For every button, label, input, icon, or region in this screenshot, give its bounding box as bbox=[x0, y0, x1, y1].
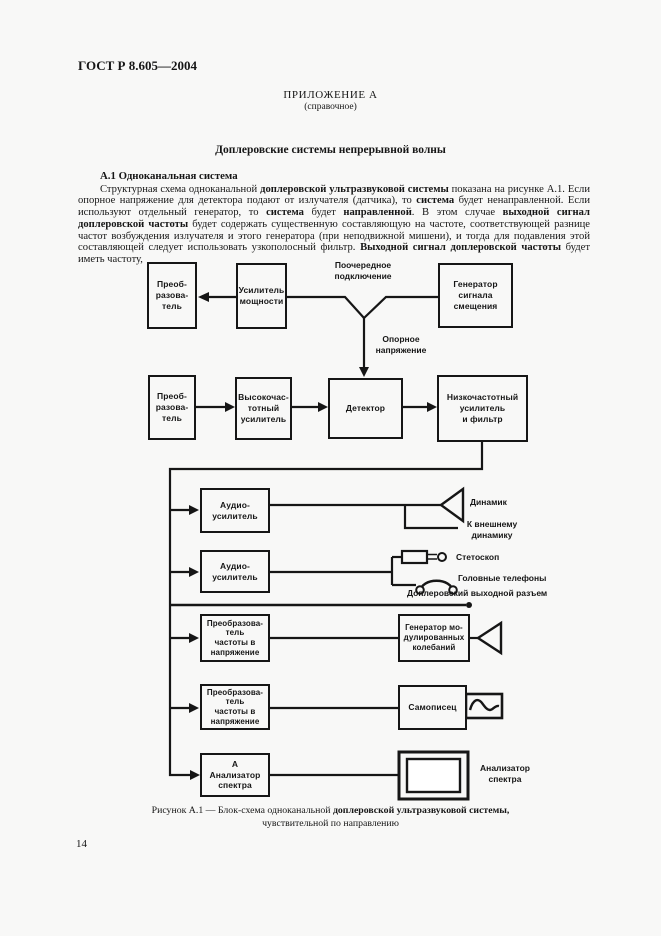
box-transducer-main: Преоб- разова- тель bbox=[148, 375, 196, 440]
label-alternate-connection: Поочередное подключение bbox=[334, 260, 392, 282]
box-audio-amplifier-2: Аудио- усилитель bbox=[200, 550, 270, 593]
figure-caption-line2: чувствительной по направлению bbox=[262, 818, 399, 829]
doppler-connector-dot bbox=[466, 602, 472, 608]
box-hf-amplifier: Высокочас- тотный усилитель bbox=[235, 377, 292, 440]
spectrum-analyzer-screen-icon bbox=[397, 750, 470, 801]
document-id: ГОСТ Р 8.605—2004 bbox=[78, 58, 197, 73]
figure-caption: Рисунок А.1 — Блок-схема одноканальной д… bbox=[151, 805, 510, 816]
label-doppler-output: Доплеровский выходной разъем bbox=[407, 588, 548, 598]
speaker-icon-modulated bbox=[475, 620, 503, 656]
box-freq-to-voltage-1: Преобразова- тель частоты в напряжение bbox=[200, 614, 270, 662]
box-transducer-top: Преоб- разова- тель bbox=[147, 262, 197, 329]
label-reference-voltage: Опорное напряжение bbox=[375, 334, 427, 356]
chart-recorder-icon bbox=[464, 692, 504, 720]
label-speaker: Динамик bbox=[470, 497, 507, 507]
appendix-heading: ПРИЛОЖЕНИЕ А bbox=[283, 89, 378, 101]
arrowheads bbox=[189, 292, 472, 780]
box-recorder: Самописец bbox=[398, 685, 467, 730]
headphones-icon bbox=[415, 579, 458, 595]
connector-lines bbox=[168, 295, 484, 777]
box-spectrum-analyzer: А Анализатор спектра bbox=[200, 753, 270, 797]
box-audio-amplifier-1: Аудио- усилитель bbox=[200, 488, 270, 533]
section-title: Доплеровские системы непрерывной волны bbox=[215, 144, 446, 156]
stethoscope-icon bbox=[400, 549, 447, 565]
label-headphones: Головные телефоны bbox=[458, 573, 547, 583]
speaker-icon bbox=[438, 486, 465, 524]
label-external-speaker: К внешнему динамику bbox=[466, 519, 518, 541]
box-detector: Детектор bbox=[328, 378, 403, 439]
box-freq-to-voltage-2: Преобразова- тель частоты в напряжение bbox=[200, 684, 270, 730]
box-power-amplifier: Усилитель мощности bbox=[236, 263, 287, 329]
subsection-heading: А.1 Одноканальная система bbox=[100, 170, 238, 182]
box-offset-generator: Генератор сигнала смещения bbox=[438, 263, 513, 328]
box-lf-amplifier-filter: Низкочастотный усилитель и фильтр bbox=[437, 375, 528, 442]
label-stethoscope: Стетоскоп bbox=[456, 552, 500, 562]
box-modulated-generator: Генератор мо- дулированных колебаний bbox=[398, 614, 470, 662]
paragraph: Структурная схема одноканальной доплеров… bbox=[78, 183, 590, 265]
appendix-note: (справочное) bbox=[304, 102, 357, 112]
label-spectrum-analyzer: Анализатор спектра bbox=[480, 763, 530, 785]
body-text: А.1 Одноканальная система Структурная сх… bbox=[78, 170, 590, 266]
page-number: 14 bbox=[76, 838, 87, 850]
